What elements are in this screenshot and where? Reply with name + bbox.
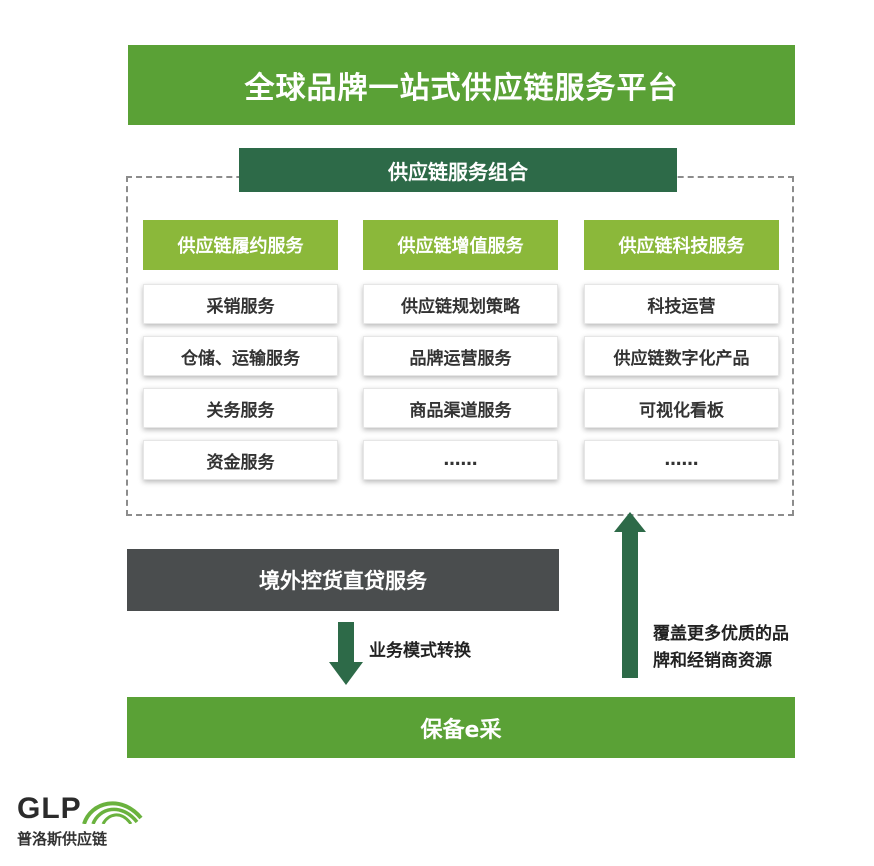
list-item: 品牌运营服务 bbox=[363, 336, 558, 376]
list-item-label: 商品渠道服务 bbox=[409, 400, 512, 421]
list-item: 商品渠道服务 bbox=[363, 388, 558, 428]
offshore-service-bar: 境外控货直贷服务 bbox=[127, 549, 559, 611]
glp-logo: GLP 普洛斯供应链 bbox=[17, 792, 157, 852]
platform-title-bar: 全球品牌一站式供应链服务平台 bbox=[128, 45, 795, 125]
service-combo-title: 供应链服务组合 bbox=[388, 159, 528, 184]
list-item: 关务服务 bbox=[143, 388, 338, 428]
list-item-label: 资金服务 bbox=[206, 452, 275, 473]
list-item-label: 供应链数字化产品 bbox=[613, 348, 750, 369]
list-item: 科技运营 bbox=[584, 284, 779, 324]
column-header-label: 供应链科技服务 bbox=[618, 236, 745, 257]
list-item-label: 采销服务 bbox=[206, 296, 275, 317]
list-item-label: 品牌运营服务 bbox=[409, 348, 512, 369]
list-item-label: 仓储、运输服务 bbox=[181, 348, 300, 369]
list-item: …… bbox=[584, 440, 779, 480]
column-header-value-added: 供应链增值服务 bbox=[363, 220, 558, 270]
baobei-ecai-label: 保备e采 bbox=[420, 717, 502, 743]
glp-logo-subtitle: 普洛斯供应链 bbox=[17, 830, 108, 848]
list-item: 供应链数字化产品 bbox=[584, 336, 779, 376]
list-item-label: 供应链规划策略 bbox=[401, 296, 520, 317]
list-item: 资金服务 bbox=[143, 440, 338, 480]
column-header-label: 供应链履约服务 bbox=[177, 236, 304, 257]
list-item-label: 关务服务 bbox=[206, 400, 275, 421]
business-model-label: 业务模式转换 bbox=[369, 641, 471, 661]
list-item: …… bbox=[363, 440, 558, 480]
resource-coverage-line2: 牌和经销商资源 bbox=[653, 651, 772, 671]
glp-logo-wordmark: GLP bbox=[17, 792, 82, 825]
list-item: 仓储、运输服务 bbox=[143, 336, 338, 376]
list-item-label: 科技运营 bbox=[647, 296, 716, 317]
arrow-down-icon bbox=[329, 622, 363, 685]
offshore-service-label: 境外控货直贷服务 bbox=[259, 569, 427, 593]
column-header-fulfillment: 供应链履约服务 bbox=[143, 220, 338, 270]
column-header-label: 供应链增值服务 bbox=[397, 236, 524, 257]
list-item: 可视化看板 bbox=[584, 388, 779, 428]
resource-coverage-line1: 覆盖更多优质的品 bbox=[653, 624, 789, 644]
list-item: 采销服务 bbox=[143, 284, 338, 324]
service-combo-header: 供应链服务组合 bbox=[239, 148, 677, 192]
list-item: 供应链规划策略 bbox=[363, 284, 558, 324]
platform-title: 全球品牌一站式供应链服务平台 bbox=[244, 71, 679, 106]
list-item-label: 可视化看板 bbox=[639, 400, 724, 421]
baobei-ecai-bar: 保备e采 bbox=[127, 697, 795, 758]
list-item-label: …… bbox=[443, 450, 478, 470]
column-header-technology: 供应链科技服务 bbox=[584, 220, 779, 270]
arrow-up-icon bbox=[614, 512, 646, 678]
list-item-label: …… bbox=[664, 450, 699, 470]
resource-coverage-label: 覆盖更多优质的品 牌和经销商资源 bbox=[653, 621, 789, 675]
glp-logo-arc-icon bbox=[82, 801, 143, 824]
